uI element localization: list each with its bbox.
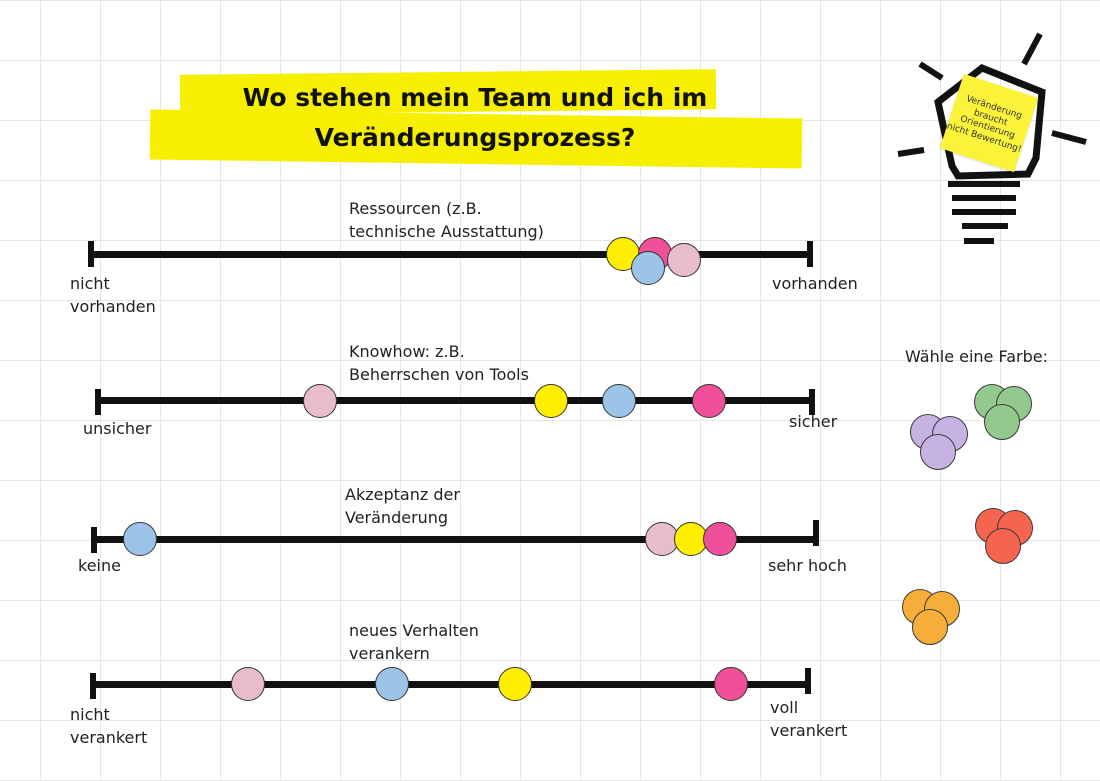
scale-end-tick [805,668,811,694]
scale-label-acceptance: Akzeptanz der Veränderung [345,485,460,527]
scale-left-label: keine [78,556,121,575]
scale-line [96,397,814,404]
vote-dot-pink[interactable] [713,667,748,701]
vote-dot-blue[interactable] [123,522,158,556]
palette-title: Wähle eine Farbe: [905,347,1048,366]
vote-dot-blue[interactable] [602,384,637,418]
vote-dot-blue[interactable] [375,667,410,701]
scale-end-tick [813,520,819,546]
page-title-line-1: Wo stehen mein Team und ich im [242,83,708,112]
scale-right-label: sehr hoch [768,556,847,575]
palette-dot-orange[interactable] [912,609,948,645]
scale-right-label: vorhanden [772,274,858,293]
vote-dot-yellow[interactable] [533,384,568,418]
palette-dot-red[interactable] [985,528,1021,564]
scale-right-label: sicher [789,412,838,431]
scale-label-behavior: neues Verhalten verankern [349,621,479,663]
vote-dot-pink[interactable] [692,384,727,418]
scale-left-label: nicht vorhanden [70,274,156,316]
scale-start-tick [95,389,101,415]
page-title: Wo stehen mein Team und ich im Veränderu… [150,78,800,158]
scale-label-knowhow: Knowhow: z.B. Beherrschen von Tools [349,342,529,384]
scale-label-resources: Ressourcen (z.B. technische Ausstattung) [349,199,544,241]
vote-dot-rose[interactable] [231,667,266,701]
vote-dot-yellow[interactable] [674,522,709,556]
scale-line [90,251,812,258]
scale-left-label: nicht verankert [70,705,148,747]
scale-line [92,536,818,543]
vote-dot-blue[interactable] [631,251,665,285]
vote-dot-pink[interactable] [703,522,737,556]
lightbulb-icon [897,32,1087,244]
scale-line [92,681,810,688]
vote-dot-rose[interactable] [303,384,338,418]
scale-start-tick [91,527,97,553]
scale-left-label: unsicher [83,419,152,438]
scale-end-tick [807,241,813,267]
palette-dot-green[interactable] [984,404,1020,440]
palette-dot-purple[interactable] [920,434,956,470]
page-title-line-2: Veränderungsprozess? [314,123,636,152]
scale-start-tick [88,241,94,267]
vote-dot-rose[interactable] [667,243,701,277]
scale-start-tick [90,673,96,699]
scale-right-label: voll verankert [770,698,848,740]
scale-end-tick [809,389,815,415]
vote-dot-yellow[interactable] [497,667,532,701]
